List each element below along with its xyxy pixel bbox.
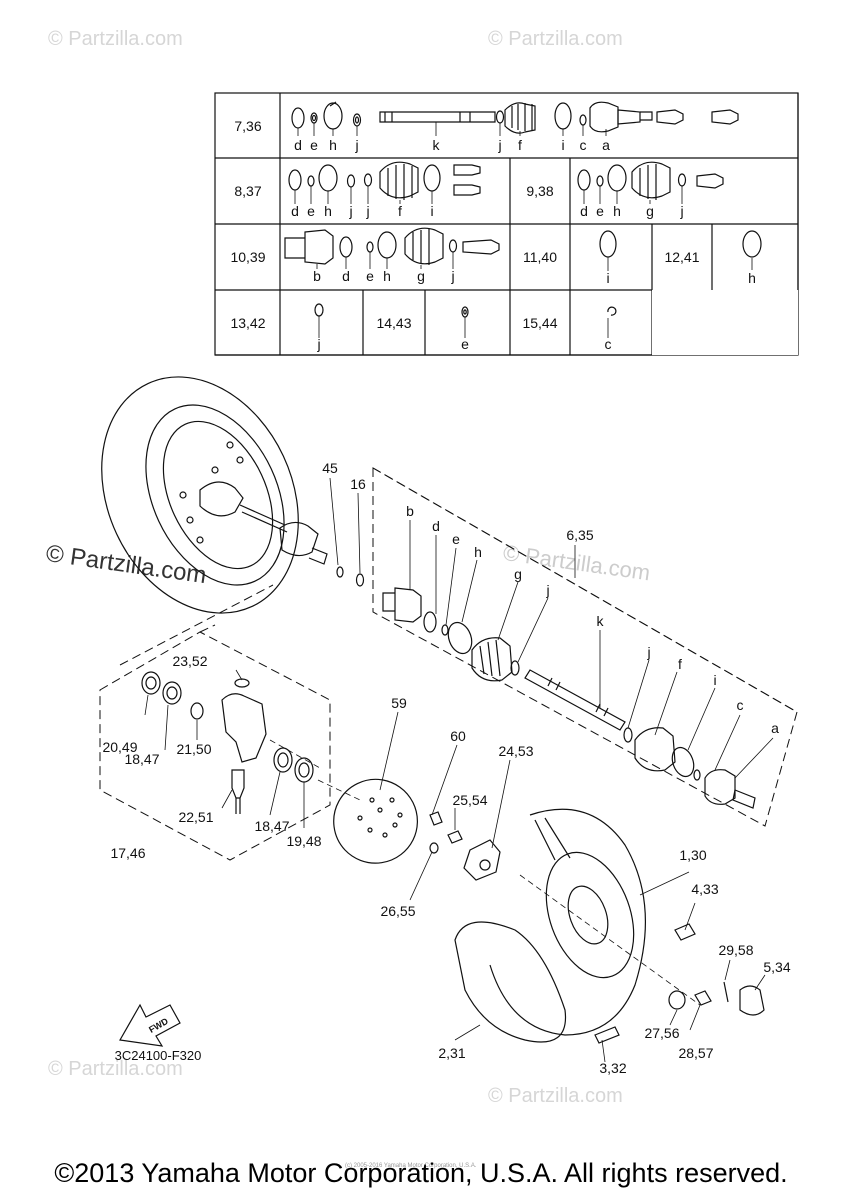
part-letter: f [398, 203, 402, 219]
footer-copyright: ©2013 Yamaha Motor Corporation, U.S.A. A… [54, 1158, 788, 1188]
callout: 1,30 [679, 847, 706, 863]
parts-table [214, 92, 799, 356]
table-ref: 11,40 [523, 249, 557, 265]
callout: 2,31 [438, 1045, 465, 1061]
part-letter: j [316, 336, 320, 352]
callout: 3,32 [599, 1060, 626, 1076]
callout: 22,51 [178, 809, 213, 825]
callout: 16 [350, 476, 366, 492]
watermark: © Partzilla.com [488, 28, 623, 50]
part-letter: c [605, 336, 612, 352]
callout: c [737, 697, 744, 713]
callout: 23,52 [172, 653, 207, 669]
part-letter: d [580, 203, 588, 219]
callout: 60 [450, 728, 466, 744]
callout: 29,58 [718, 942, 753, 958]
watermark: © Partzilla.com [48, 28, 183, 50]
callout: b [406, 503, 414, 519]
part-letter: e [307, 203, 315, 219]
table-ref: 14,43 [376, 315, 411, 331]
table-ref: 8,37 [234, 183, 261, 199]
part-letter: i [606, 270, 609, 286]
part-letter: h [748, 270, 756, 286]
part-letter: i [561, 137, 564, 153]
callout: 21,50 [176, 741, 211, 757]
callout: 4,33 [691, 881, 718, 897]
tiny-copyright: (c) 2005-2016 Yamaha Motor Corporation, … [345, 1163, 477, 1169]
callout: 24,53 [498, 743, 533, 759]
part-letter: e [366, 268, 374, 284]
callout: h [474, 544, 482, 560]
callout: 27,56 [644, 1025, 679, 1041]
callout: a [771, 720, 779, 736]
diagram-id: 3C24100-F320 [115, 1048, 202, 1063]
part-letter: h [383, 268, 391, 284]
callout: e [452, 531, 460, 547]
knuckle-illustration [141, 671, 361, 814]
callout: 19,48 [286, 833, 321, 849]
table-ref: 15,44 [522, 315, 557, 331]
fwd-label: FWD [147, 1016, 170, 1035]
callout: 59 [391, 695, 407, 711]
part-letter: d [294, 137, 302, 153]
table-ref: 9,38 [526, 183, 553, 199]
callout: 28,57 [678, 1045, 713, 1061]
part-letter: d [291, 203, 299, 219]
part-letter: h [613, 203, 621, 219]
callout: 5,34 [763, 959, 790, 975]
axle-assembly-outline [372, 467, 798, 827]
table-ref: 13,42 [230, 315, 265, 331]
part-letter: h [329, 137, 337, 153]
part-letter: j [365, 203, 369, 219]
lower-wheel-illustration [454, 808, 765, 1044]
callout: f [678, 656, 682, 672]
part-letter: a [602, 137, 610, 153]
callout: g [514, 566, 522, 582]
table-ref: 10,39 [230, 249, 265, 265]
part-letter: j [348, 203, 352, 219]
callout: d [432, 518, 440, 534]
brake-disc-illustration [333, 778, 501, 881]
table-ref: 12,41 [664, 249, 699, 265]
part-letter: d [342, 268, 350, 284]
axle-assembly-illustration [382, 587, 756, 809]
watermark: © Partzilla.com [488, 1085, 623, 1107]
part-letter: i [430, 203, 433, 219]
part-letter: g [646, 203, 654, 219]
knuckle-assembly-outline [99, 584, 331, 861]
part-letter: f [518, 137, 522, 153]
table-ref: 7,36 [234, 118, 261, 134]
callout: 6,35 [566, 527, 593, 543]
part-letter: e [310, 137, 318, 153]
callout: 17,46 [110, 845, 145, 861]
part-letter: b [313, 268, 321, 284]
callout: j [545, 582, 549, 598]
callout: 18,47 [254, 818, 289, 834]
part-letter: h [324, 203, 332, 219]
part-letter: j [354, 137, 358, 153]
fwd-arrow-icon [119, 1003, 181, 1047]
callout: 20,49 [102, 739, 137, 755]
part-letter: g [417, 268, 425, 284]
part-letter: j [497, 137, 501, 153]
callout: 18,47 [124, 751, 159, 767]
callout: j [646, 644, 650, 660]
part-letter: j [450, 268, 454, 284]
callout: 45 [322, 460, 338, 476]
wheel-assembly-illustration [101, 376, 365, 614]
watermark: © Partzilla.com [48, 1058, 183, 1080]
part-letter: j [679, 203, 683, 219]
part-letter: e [596, 203, 604, 219]
callout: 25,54 [452, 792, 487, 808]
part-letter: c [580, 137, 587, 153]
callout: i [713, 672, 716, 688]
part-letter: k [433, 137, 441, 153]
callout: k [597, 613, 605, 629]
callout: 26,55 [380, 903, 415, 919]
part-letter: e [461, 336, 469, 352]
